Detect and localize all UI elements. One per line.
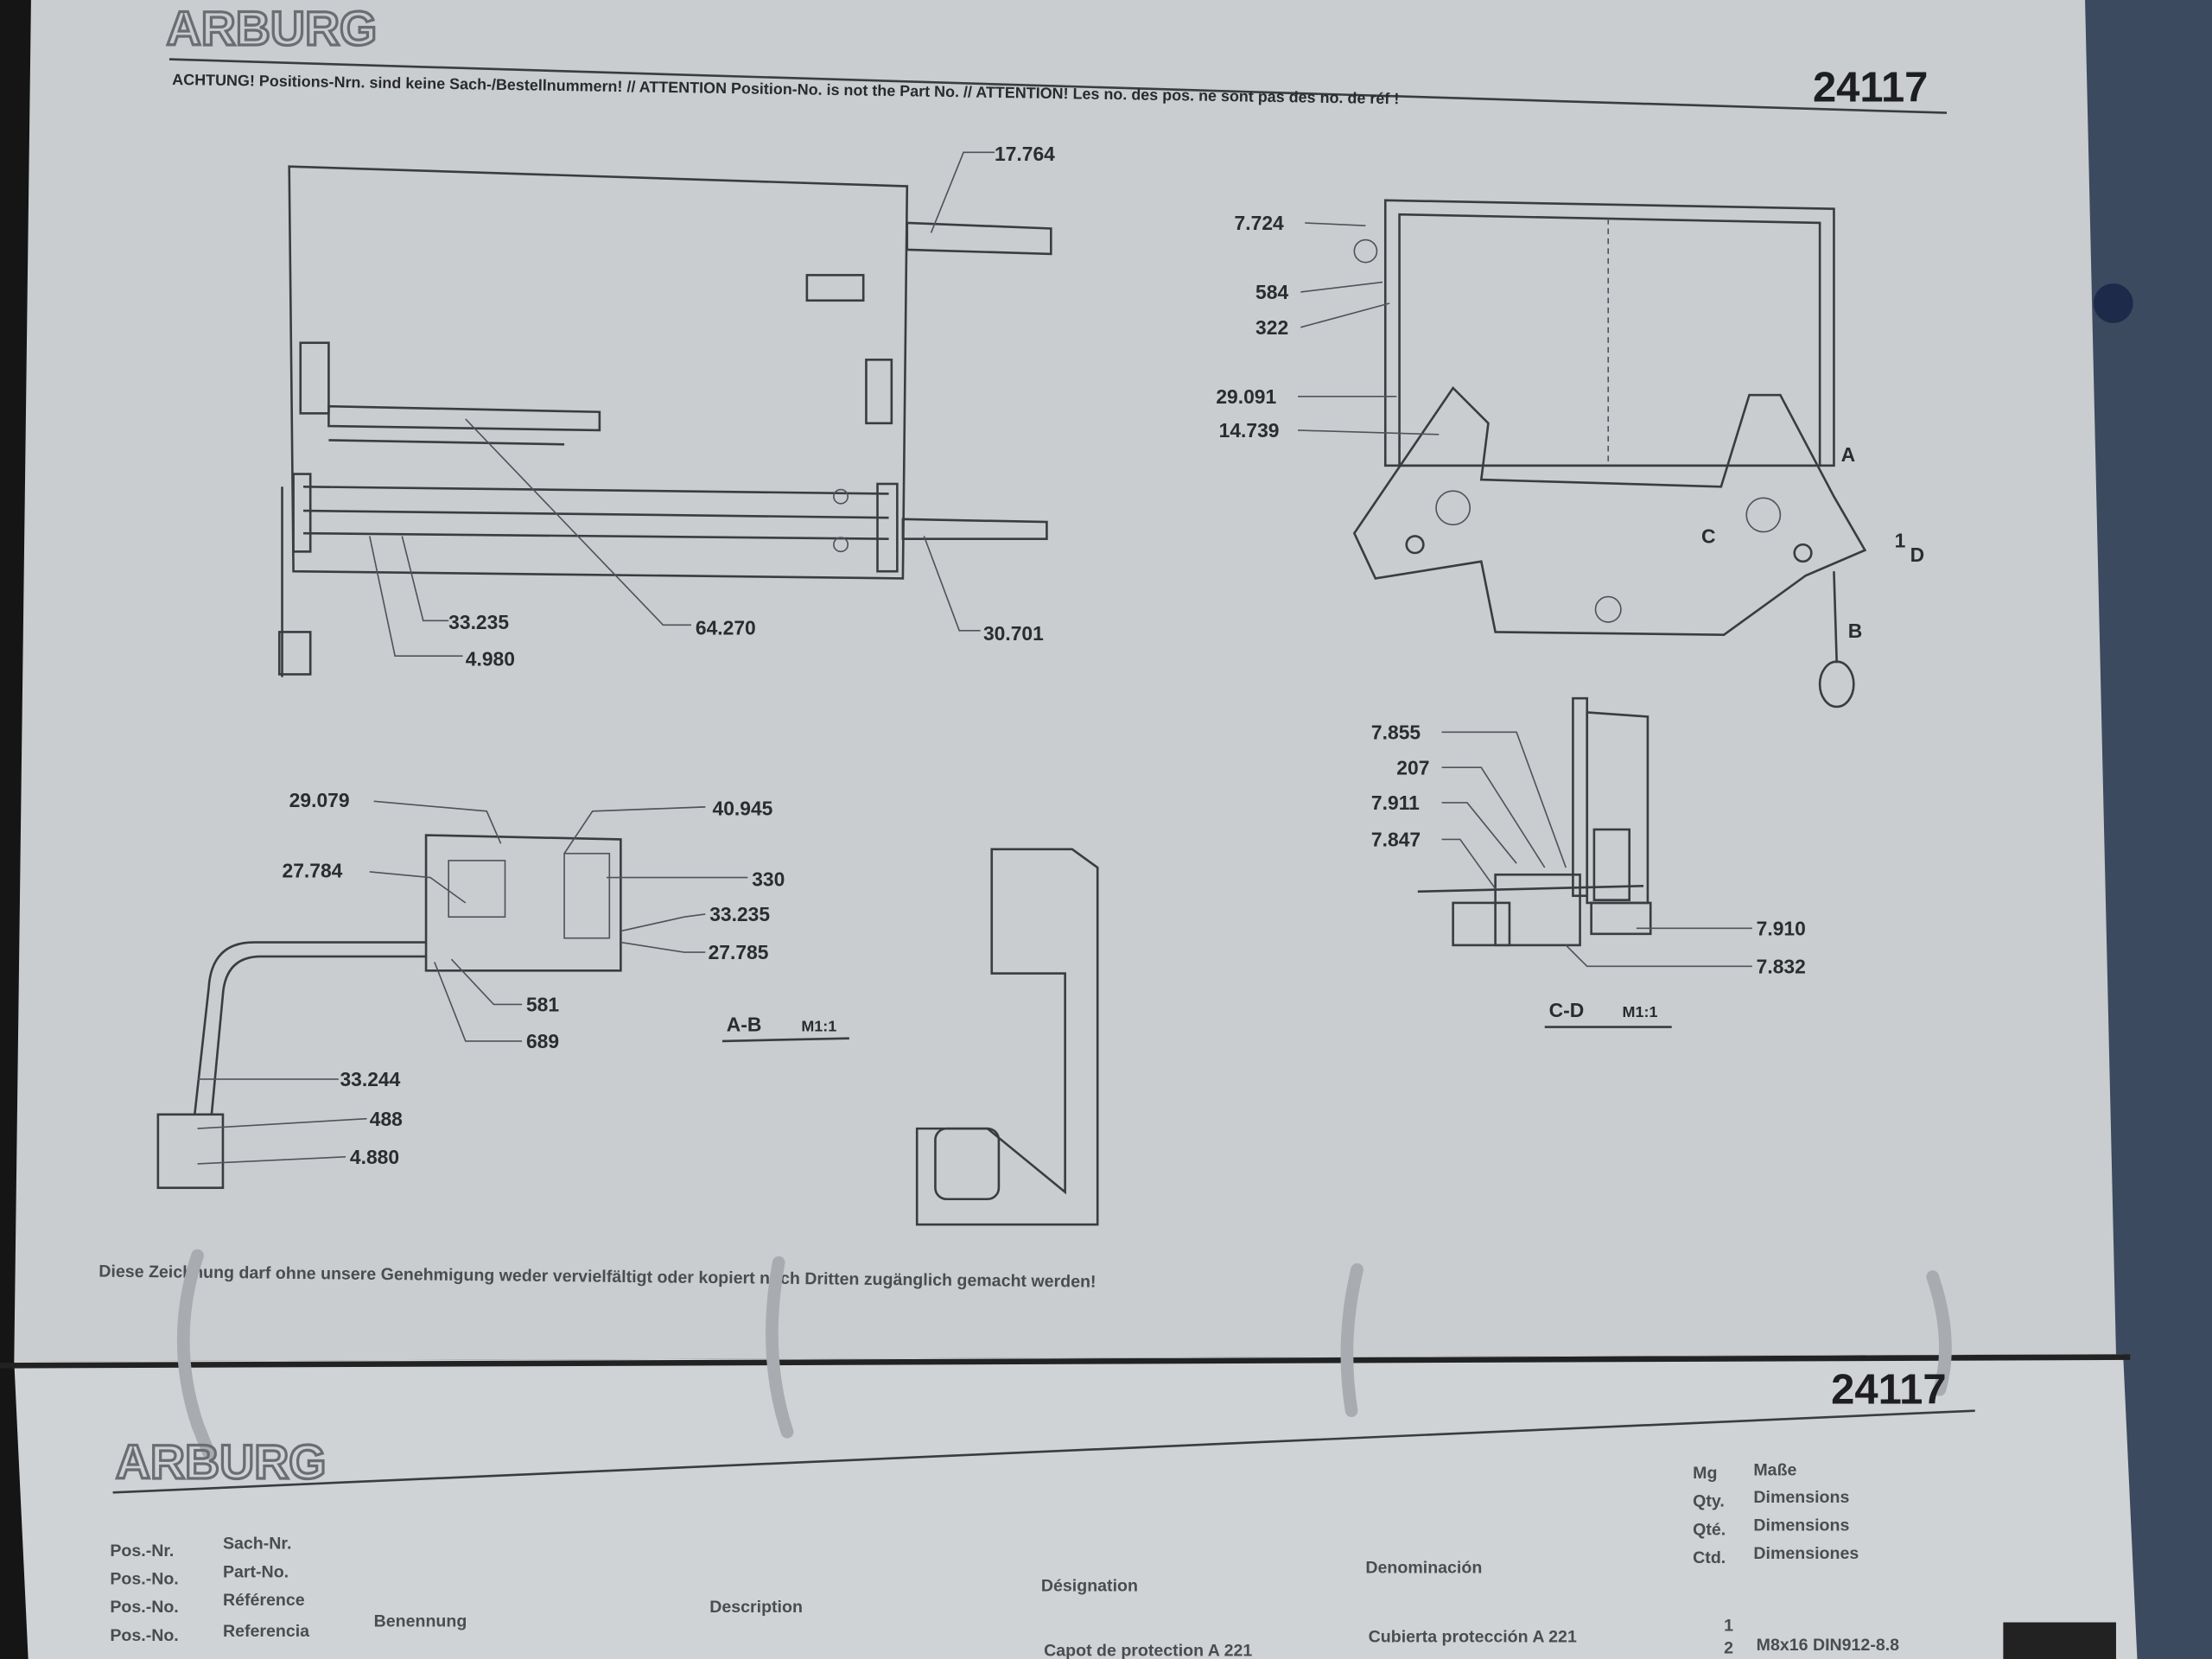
callout-17764: 17.764: [995, 143, 1055, 165]
callout-488: 488: [370, 1108, 403, 1130]
callout-14739: 14.739: [1219, 419, 1280, 442]
col-dim: Dimensiones: [1753, 1544, 1859, 1563]
row-qty: 1: [1724, 1616, 1733, 1635]
leaders-cd: [1441, 731, 1752, 968]
row-dimensions: M8x16 DIN912-8.8: [1757, 1636, 1900, 1655]
next-sheet: [14, 1354, 2138, 1659]
logo: ARBURG: [167, 2, 378, 55]
col-dim: Dimensions: [1753, 1516, 1849, 1535]
leaders-top-right: [1298, 222, 1440, 435]
col-qty: Ctd.: [1693, 1548, 1726, 1567]
col-qty: Qté.: [1693, 1520, 1726, 1539]
callout-64270: 64.270: [696, 617, 756, 639]
callout-7832: 7.832: [1757, 956, 1806, 978]
section-mark-c: C: [1701, 525, 1716, 548]
view-cd: [1417, 696, 1652, 947]
binder-rings: [176, 1249, 1952, 1459]
row-designation: Capot de protection A 221: [1044, 1642, 1252, 1659]
callout-4980: 4.980: [466, 648, 515, 671]
callout-7855: 7.855: [1371, 721, 1421, 744]
col-pos: Pos.-No.: [110, 1569, 178, 1588]
section-title-ab: A-B: [727, 1013, 762, 1035]
col-dim: Dimensions: [1753, 1488, 1849, 1507]
callout-689: 689: [526, 1030, 559, 1052]
col-qty: Qty.: [1693, 1492, 1725, 1511]
col-pos: Pos.-No.: [110, 1626, 178, 1645]
view-top-left: [277, 165, 1052, 677]
parts-row: 2 M8x16 DIN912-8.8: [1724, 1636, 1899, 1657]
section-scale-cd: M1:1: [1623, 1003, 1658, 1020]
callout-581: 581: [526, 994, 559, 1016]
drawing-sheet: [14, 0, 2116, 1362]
callout-7910: 7.910: [1757, 917, 1806, 939]
col-part: Référence: [223, 1591, 305, 1610]
section-mark-a: A: [1841, 443, 1856, 466]
callout-322: 322: [1255, 316, 1288, 339]
callout-33235-ab: 33.235: [709, 903, 770, 925]
col-pos: Pos.-Nr.: [110, 1541, 174, 1560]
col-qty: Mg: [1693, 1464, 1717, 1483]
binder-hole-mark: [2093, 283, 2133, 323]
callout-7847: 7.847: [1371, 829, 1421, 851]
callout-33235: 33.235: [448, 611, 509, 633]
row-denominacion: Cubierta protección A 221: [1369, 1627, 1577, 1646]
callout-7724: 7.724: [1235, 212, 1284, 234]
callout-40945: 40.945: [712, 798, 772, 820]
col-part: Sach-Nr.: [223, 1535, 291, 1554]
col-part: Referencia: [223, 1622, 310, 1641]
callout-30701: 30.701: [983, 622, 1044, 645]
section-mark-1: 1: [1895, 529, 1906, 551]
callout-207: 207: [1396, 756, 1429, 779]
section-mark-b: B: [1848, 620, 1863, 642]
next-sheet-page-number: 24117: [1831, 1366, 1946, 1413]
callout-33244: 33.244: [340, 1068, 400, 1090]
callout-29079: 29.079: [289, 789, 350, 811]
corner-object: [2003, 1622, 2116, 1659]
callout-584: 584: [1255, 281, 1288, 303]
section-mark-d: D: [1910, 543, 1925, 566]
section-title-cd: C-D: [1549, 999, 1585, 1021]
parts-row: Capot de protection A 221 Cubierta prote…: [1044, 1616, 1733, 1659]
row-qty: 2: [1724, 1638, 1733, 1657]
col-dim: Maße: [1753, 1461, 1796, 1480]
callout-29091: 29.091: [1216, 385, 1276, 408]
col-denominacion: Denominación: [1365, 1558, 1482, 1577]
view-ab: [156, 834, 1099, 1226]
leaders-ab: [197, 800, 748, 1165]
callout-4880: 4.880: [350, 1146, 399, 1168]
next-sheet-header: Pos.-Nr. Sach-Nr. Pos.-No. Part-No. Pos.…: [110, 1461, 1859, 1645]
col-pos: Pos.-No.: [110, 1598, 178, 1617]
leaders-top-left: [368, 151, 995, 657]
next-sheet-logo: ARBURG: [116, 1435, 327, 1489]
page-number: 24117: [1813, 65, 1928, 111]
col-description: Description: [709, 1598, 803, 1617]
col-part: Part-No.: [223, 1562, 289, 1581]
col-designation: Désignation: [1041, 1577, 1138, 1596]
callout-27784: 27.784: [283, 860, 343, 882]
callout-7911: 7.911: [1371, 791, 1420, 814]
callout-27785: 27.785: [709, 941, 769, 963]
col-name: Benennung: [374, 1611, 467, 1630]
callout-330: 330: [752, 868, 785, 890]
section-scale-ab: M1:1: [801, 1017, 836, 1034]
view-top-right: [1352, 199, 1867, 709]
